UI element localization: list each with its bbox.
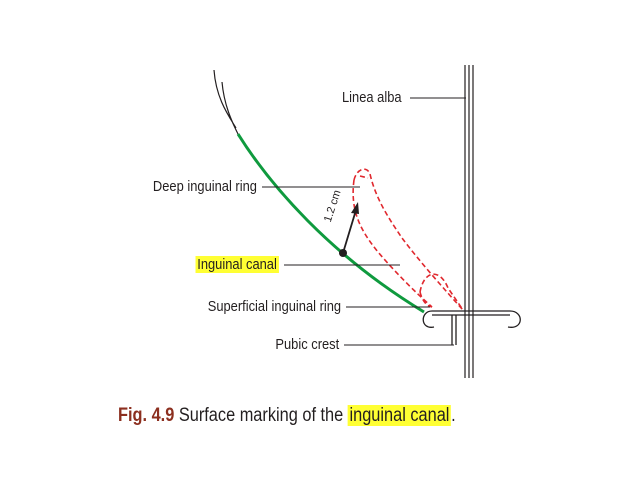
figure-number: Fig. 4.9	[118, 405, 175, 426]
distance-arrow	[342, 209, 357, 254]
inguinal-canal-highlight: Inguinal canal	[195, 256, 279, 273]
label-deep-inguinal-ring: Deep inguinal ring	[153, 178, 257, 195]
label-superficial-inguinal-ring: Superficial inguinal ring	[207, 298, 341, 315]
caption-text: Surface marking of the	[174, 405, 348, 426]
caption-highlight: inguinal canal	[347, 405, 452, 426]
label-pubic-crest: Pubic crest	[275, 336, 339, 353]
caption-period: .	[451, 405, 456, 426]
pubic-crest-line	[422, 310, 521, 345]
linea-alba-line	[464, 65, 474, 378]
inguinal-ligament	[236, 133, 425, 314]
label-linea-alba: Linea alba	[342, 89, 402, 106]
distance-arrow-head	[351, 202, 359, 214]
figure-caption: Fig. 4.9 Surface marking of the inguinal…	[118, 405, 456, 427]
iliac-spine-outline	[213, 69, 239, 135]
inguinal-canal-outline	[352, 168, 464, 311]
label-inguinal-canal: Inguinal canal	[195, 256, 279, 274]
